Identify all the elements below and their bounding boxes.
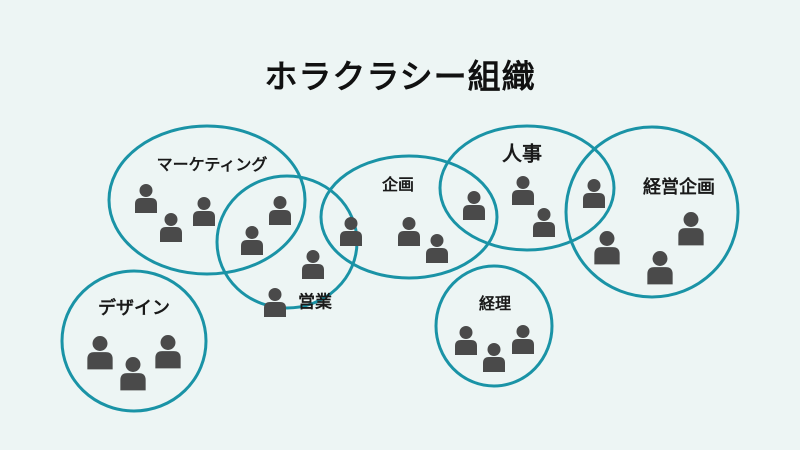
planning-circle [319,154,499,280]
marketing-circle [107,124,307,276]
circle-label-corporate-planning: 経営企画 [643,177,715,198]
design-circle [60,269,208,413]
circle-label-marketing: マーケティング [156,155,268,174]
circle-label-hr: 人事 [502,141,542,166]
person-icon [241,226,263,255]
page-title: ホラクラシー組織 [264,57,536,96]
person-icon [135,184,157,213]
circle-label-planning: 企画 [381,175,415,194]
person-icon [193,197,215,226]
person-icon [512,325,534,354]
person-icon [160,213,182,242]
person-icon [483,343,505,372]
person-icon [594,231,620,265]
person-icon [426,234,448,263]
person-icon [455,326,477,355]
person-icon [533,208,555,237]
person-icon [583,179,605,208]
person-icon [678,212,704,246]
person-icon [302,250,324,279]
person-icon [269,196,291,225]
person-icon [340,217,362,246]
person-icon [398,217,420,246]
person-icon [155,335,181,369]
person-icon [647,251,673,285]
accounting-circle [434,264,554,388]
circle-label-design: デザイン [98,298,170,319]
corporate-planning-circle [564,125,740,299]
hr-circle [438,124,616,252]
person-icon [87,336,113,370]
person-icon [264,288,286,317]
person-icon [463,191,485,220]
circle-label-accounting: 経理 [478,294,512,313]
person-icon [120,357,146,391]
person-icon [512,176,534,205]
circle-label-sales: 営業 [298,292,332,313]
